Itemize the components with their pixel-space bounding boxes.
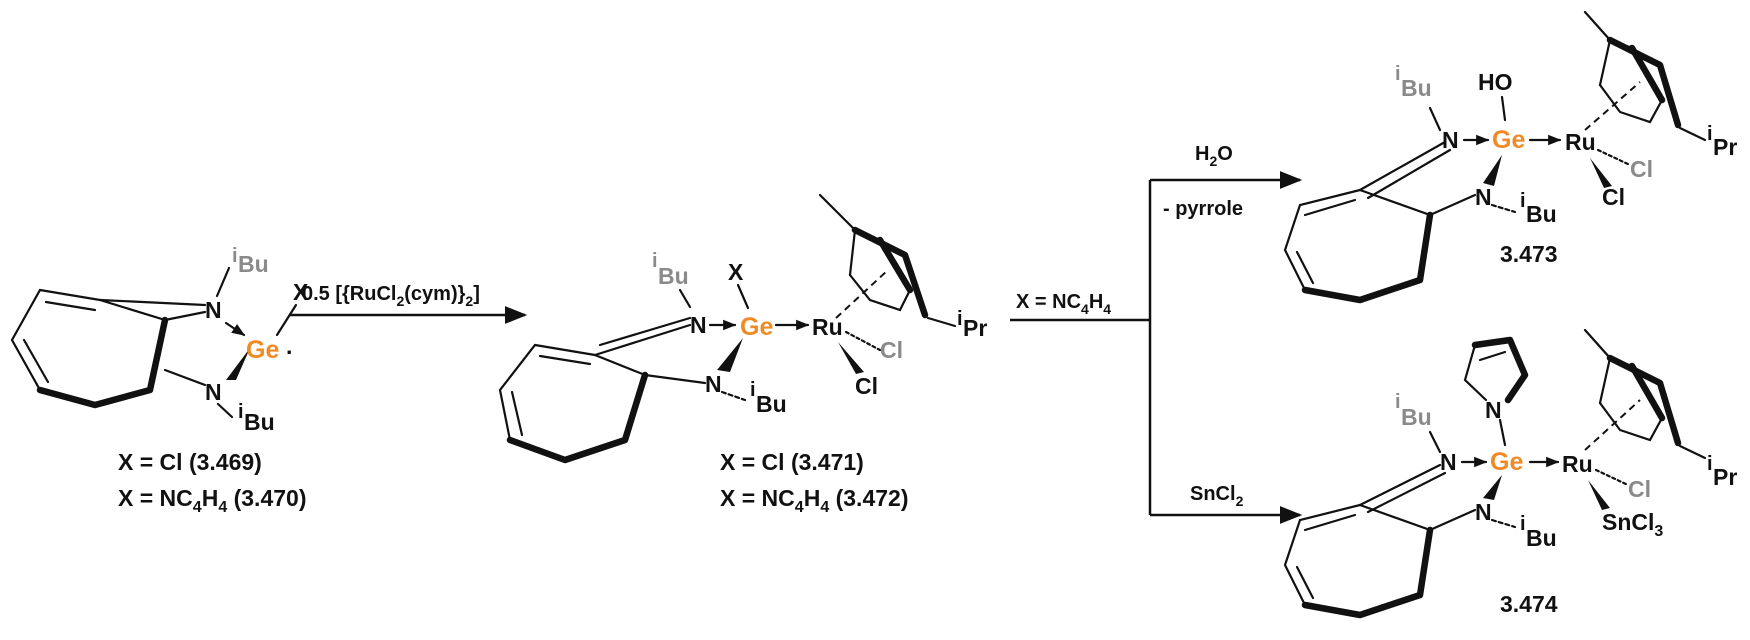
svg-text:Bu: Bu	[1526, 525, 1557, 551]
svg-text:Cl: Cl	[1628, 476, 1651, 502]
svg-text:i: i	[652, 250, 658, 272]
label-3469: X = Cl (3.469)	[118, 449, 262, 475]
branch-condition: X = NC4H4	[1016, 291, 1111, 317]
reagent-ru-dimer: 0.5 [{RuCl2(cym)}2]	[302, 283, 480, 309]
svg-text:i: i	[1520, 513, 1526, 535]
svg-text:·: ·	[286, 339, 294, 365]
svg-text:i: i	[1520, 190, 1526, 212]
label-3472: X = NC4H4 (3.472)	[720, 485, 908, 516]
svg-text:Bu: Bu	[1401, 75, 1432, 101]
branch-line	[1010, 180, 1152, 515]
product-3473: N N Ge HO Ru Cl Cl i Pr i Bu i Bu	[1283, 10, 1737, 304]
atom-n-upper: N	[690, 312, 707, 338]
svg-text:i: i	[238, 401, 244, 423]
label-3473: 3.473	[1500, 241, 1558, 267]
ibu-lower: Bu	[244, 409, 275, 435]
svg-text:Pr: Pr	[1713, 464, 1737, 490]
svg-text:Cl: Cl	[1630, 156, 1653, 182]
svg-text:i: i	[1707, 123, 1713, 145]
svg-text:Bu: Bu	[658, 263, 689, 289]
ring-bold-bond	[36, 316, 169, 409]
atom-ge: Ge	[246, 336, 279, 364]
svg-text:N: N	[1475, 184, 1492, 210]
svg-text:Bu: Bu	[1526, 201, 1557, 227]
svg-text:Cl: Cl	[1602, 184, 1625, 210]
svg-text:i: i	[232, 245, 238, 267]
atom-ge: Ge	[1490, 448, 1523, 476]
atom-ru: Ru	[812, 314, 843, 340]
svg-text:i: i	[1395, 391, 1401, 413]
atom-x: X	[293, 279, 309, 305]
atom-n-upper: N	[205, 297, 222, 323]
byproduct-pyrrole: - pyrrole	[1163, 198, 1243, 220]
atom-n-lower: N	[705, 371, 722, 397]
svg-text:Cl: Cl	[880, 337, 903, 363]
atom-ge: Ge	[740, 313, 773, 341]
svg-text:Cl: Cl	[855, 373, 878, 399]
svg-text:Ru: Ru	[1565, 129, 1596, 155]
compound-germylene: N N Ge · X i Bu i Bu	[10, 245, 309, 435]
atom-n-lower: N	[205, 379, 222, 405]
svg-text:Ru: Ru	[1562, 451, 1593, 477]
svg-text:i: i	[1395, 63, 1401, 85]
ibu-upper: Bu	[238, 251, 269, 277]
hydroxyl: HO	[1478, 69, 1513, 95]
atom-ge: Ge	[1492, 126, 1525, 154]
svg-text:i: i	[750, 379, 756, 401]
label-3474: 3.474	[1500, 591, 1558, 617]
svg-text:Bu: Bu	[756, 391, 787, 417]
svg-text:i: i	[957, 308, 963, 330]
label-3471: X = Cl (3.471)	[720, 449, 864, 475]
label-3470: X = NC4H4 (3.470)	[118, 485, 306, 516]
svg-text:Bu: Bu	[1401, 404, 1432, 430]
trichlorostannyl: SnCl3	[1602, 509, 1663, 540]
svg-text:N: N	[1442, 127, 1459, 153]
pyrrolyl-n: N	[1485, 397, 1502, 423]
reagent-water: H2O	[1195, 143, 1233, 169]
svg-text:N: N	[1475, 499, 1492, 525]
ipr: Pr	[963, 315, 987, 341]
product-3474: N N Ge N Ru Cl SnCl3 i Pr i Bu i Bu	[1283, 328, 1737, 619]
svg-text:N: N	[1440, 449, 1457, 475]
svg-text:X: X	[728, 259, 744, 285]
svg-text:i: i	[1707, 453, 1713, 475]
compound-ru-complex: N N Ge X Ru Cl Cl i Pr i Bu i Bu	[498, 193, 987, 464]
svg-text:Pr: Pr	[1713, 134, 1737, 160]
reagent-sncl2: SnCl2	[1190, 483, 1244, 509]
